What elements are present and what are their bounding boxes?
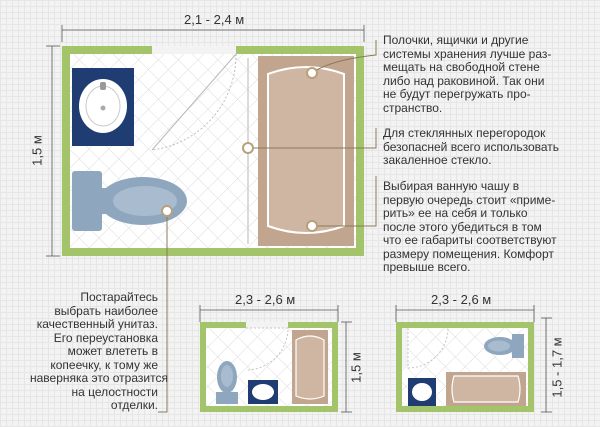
small1-sink <box>248 380 278 404</box>
small2-width-label: 2,3 - 2,6 м <box>431 292 492 307</box>
small2-bathtub <box>446 372 526 406</box>
small1-width-dimension-line <box>199 305 339 322</box>
leader-lines <box>158 40 377 413</box>
small2-width-dimension-line <box>395 305 535 322</box>
main-width-dimension-line <box>61 25 365 42</box>
sink <box>72 68 134 146</box>
small1-bathtub <box>292 330 328 404</box>
small-room-1-plan <box>199 305 352 413</box>
main-height-dimension-line <box>46 45 60 257</box>
bathtub <box>258 56 354 246</box>
small2-door-arc <box>407 327 449 369</box>
note-storage: Полочки, ящички и другие системы хранени… <box>383 33 552 115</box>
main-height-label: 1,5 м <box>29 135 45 166</box>
small1-door-opening <box>246 322 288 328</box>
small1-door-arc <box>245 327 289 371</box>
main-width-label: 2,1 - 2,4 м <box>184 12 245 27</box>
note-glass: Для стеклянных перегородок безопасней вс… <box>383 126 560 167</box>
main-room-plan <box>46 25 365 257</box>
small1-height-dimension-line <box>341 321 352 413</box>
small1-width-label: 2,3 - 2,6 м <box>235 292 296 307</box>
small1-toilet <box>216 361 238 404</box>
note-bathtub: Выбирая ванную чашу в первую очередь сто… <box>383 179 557 274</box>
leader-dots <box>161 67 318 232</box>
small2-toilet <box>484 334 524 358</box>
main-door-arc <box>151 53 237 151</box>
small2-height-dimension-line <box>541 317 552 413</box>
small2-height-label: 1,5 - 1,7 м <box>549 337 565 398</box>
small2-door-opening <box>402 328 408 368</box>
main-door-opening <box>152 46 236 54</box>
small-room-2-plan <box>395 305 552 413</box>
main-door-swing <box>151 53 237 151</box>
small2-sink <box>408 378 436 406</box>
note-toilet: Постарайтесь выбрать наиболее качественн… <box>30 290 168 412</box>
small1-height-label: 1,5 м <box>348 352 364 383</box>
